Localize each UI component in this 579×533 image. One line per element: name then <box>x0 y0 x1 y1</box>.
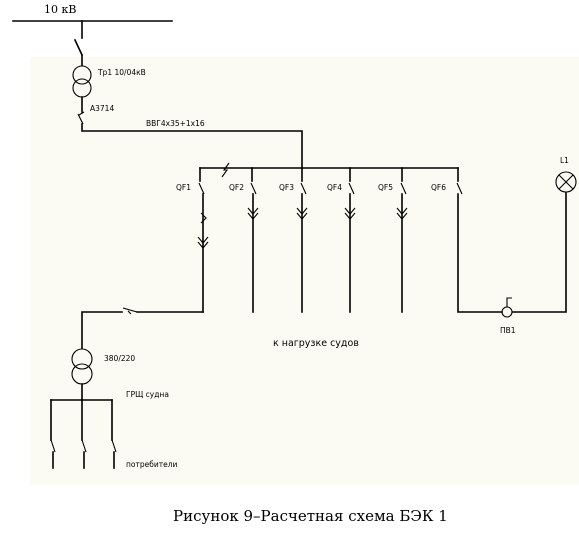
consumer-branch-2 <box>81 399 87 469</box>
transformer-tr1-label: Тр1 10/04кВ <box>97 68 146 77</box>
feeder-qf3-label: QF3 <box>279 183 294 192</box>
feeder-qf1-label: QF1 <box>176 183 191 192</box>
cable-label: ВВГ4х35+1х16 <box>146 119 205 128</box>
bus-arrow-icon <box>221 162 230 178</box>
ship-feed-drop <box>81 311 123 349</box>
switch-pv1 <box>501 297 513 318</box>
feeder-qf6-label: QF6 <box>431 183 446 192</box>
hv-disconnector <box>73 38 84 57</box>
lamp-l1-label: L1 <box>560 156 569 165</box>
lamp-l1 <box>555 171 577 193</box>
consumers-label: потребители <box>126 460 178 469</box>
feeder-qf4-label: QF4 <box>327 183 342 192</box>
breaker-a3714 <box>77 111 85 125</box>
cable-run <box>81 123 303 169</box>
diagram-background <box>30 57 579 485</box>
feeder-qf2 <box>247 167 259 313</box>
load-label: к нагрузке судов <box>273 338 359 349</box>
switch-pv1-label: ПВ1 <box>500 326 516 335</box>
grsh-label: ГРЩ судна <box>126 390 169 399</box>
feeder-qf3 <box>296 167 308 313</box>
breaker-a3714-label: А3714 <box>90 104 114 113</box>
figure-caption: Рисунок 9–Расчетная схема БЭК 1 <box>173 507 448 525</box>
ship-breaker <box>122 307 138 315</box>
feeder-qf4 <box>344 167 356 313</box>
feeder-qf5 <box>396 167 408 313</box>
transformer-ship-label: 380/220 <box>104 354 135 363</box>
consumer-branch-1 <box>50 399 56 469</box>
feeder-qf6 <box>456 167 567 313</box>
feeder-qf2-label: QF2 <box>229 183 244 192</box>
feeder-qf5-label: QF5 <box>378 183 393 192</box>
consumer-branch-3 <box>111 399 117 469</box>
feeder-qf1 <box>197 167 209 313</box>
hv-bus-label: 10 кВ <box>44 3 76 16</box>
